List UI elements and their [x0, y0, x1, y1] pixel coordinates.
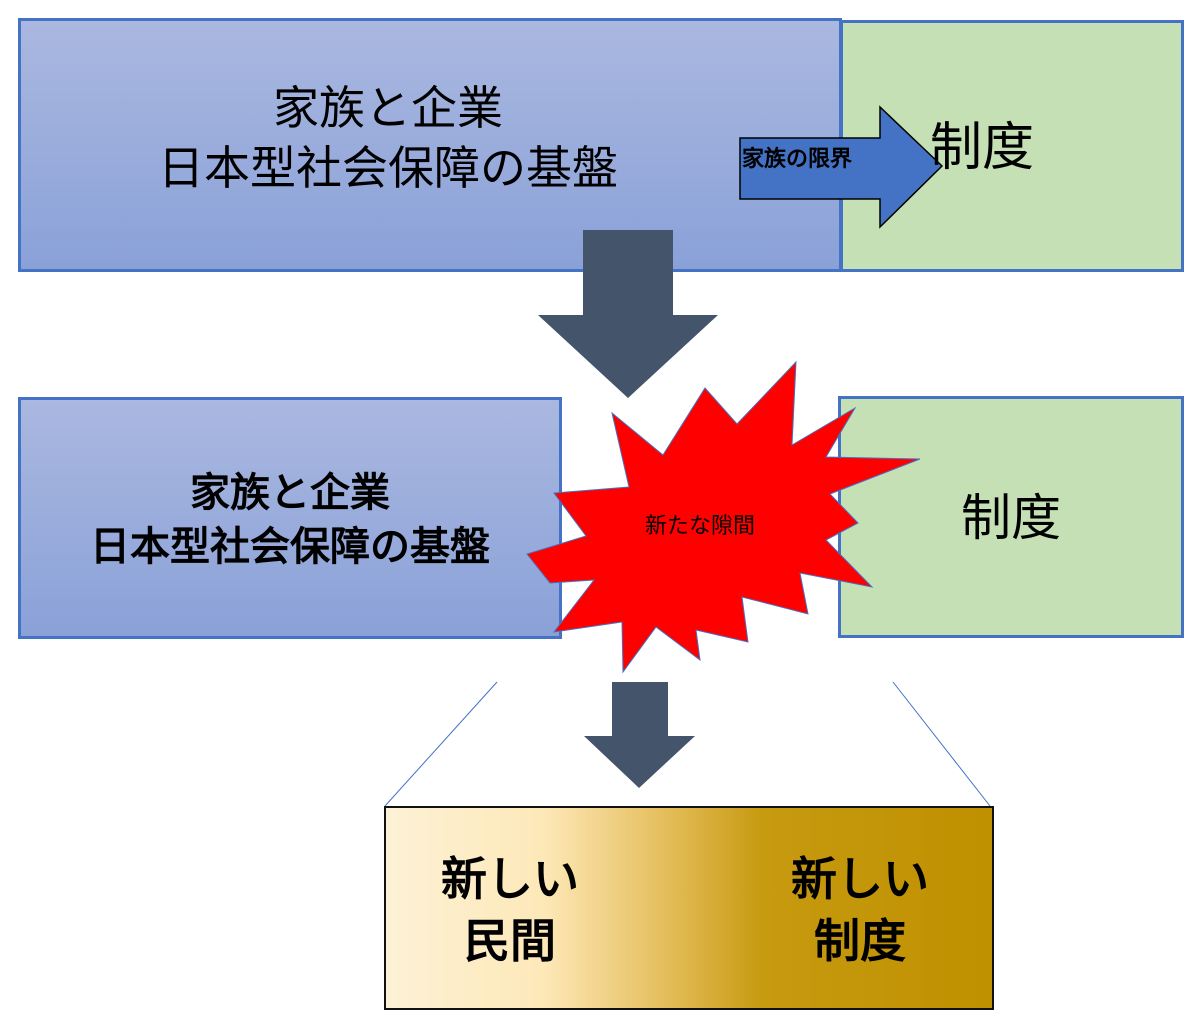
new-private-line1: 新しい [441, 852, 579, 906]
top-foundation-text: 家族と企業 日本型社会保障の基盤 [18, 78, 758, 198]
middle-foundation-line2: 日本型社会保障の基盤 [90, 524, 490, 570]
top-foundation-line2: 日本型社会保障の基盤 [158, 141, 618, 195]
new-private-line2: 民間 [464, 914, 556, 968]
middle-institution-label: 制度 [961, 489, 1061, 547]
new-private-text: 新しい 民間 [400, 848, 620, 972]
small-down-arrow-icon [584, 682, 695, 788]
new-institution-line2: 制度 [814, 914, 906, 968]
down-arrow-icon [538, 230, 718, 398]
gap-burst-icon [526, 360, 921, 674]
left-guide-line [384, 681, 498, 807]
middle-foundation-text: 家族と企業 日本型社会保障の基盤 [18, 466, 562, 574]
top-institution-label: 制度 [930, 118, 1035, 178]
top-foundation-box [18, 18, 842, 272]
new-gap-label: 新たな隙間 [644, 514, 755, 539]
right-guide-line [892, 681, 991, 807]
middle-foundation-line1: 家族と企業 [190, 470, 390, 516]
family-limit-arrow-icon [739, 105, 944, 229]
family-limit-label: 家族の限界 [742, 147, 853, 172]
middle-foundation-box [18, 397, 562, 639]
top-foundation-line1: 家族と企業 [273, 81, 503, 135]
new-solutions-box [384, 806, 994, 1010]
new-institution-line1: 新しい [791, 852, 929, 906]
new-institution-text: 新しい 制度 [740, 848, 980, 972]
